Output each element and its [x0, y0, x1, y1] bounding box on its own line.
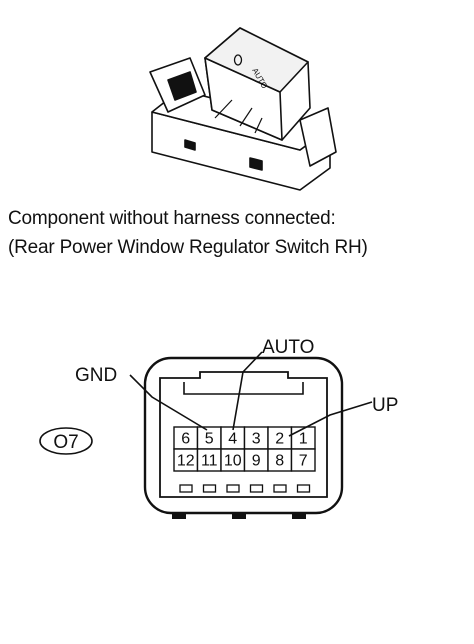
- pin-number: 1: [299, 431, 308, 448]
- pin: [249, 157, 263, 171]
- pin-number: 7: [299, 453, 308, 470]
- pin: [184, 139, 196, 151]
- switch-illustration: AUTO: [149, 27, 337, 191]
- up-leader: [288, 401, 373, 437]
- gnd-leader: [129, 374, 208, 431]
- auto-label: AUTO: [262, 337, 314, 358]
- pin-number: 9: [252, 453, 261, 470]
- up-label: UP: [372, 395, 398, 416]
- terminal-slot: [226, 484, 240, 493]
- pin-cell: [290, 448, 316, 472]
- pin-number: 3: [252, 431, 261, 448]
- connector-inner-outline: [159, 371, 328, 498]
- pin-number: 2: [275, 431, 284, 448]
- terminal-slots: [179, 484, 311, 493]
- connector-code-badge: [39, 427, 93, 455]
- terminal-slot: [296, 484, 311, 493]
- caption-line-2: (Rear Power Window Regulator Switch RH): [8, 237, 368, 258]
- connector-lock-tab: [183, 382, 304, 395]
- connector-code: O7: [53, 432, 78, 453]
- terminal-slot: [273, 484, 287, 493]
- caption-line-1: Component without harness connected:: [8, 208, 336, 229]
- pin-number: 5: [205, 431, 214, 448]
- pin-number: 4: [228, 431, 237, 448]
- pin-number: 8: [275, 453, 284, 470]
- gnd-label: GND: [75, 365, 117, 386]
- terminal-slot: [202, 484, 217, 493]
- terminal-slot: [179, 484, 193, 493]
- left-clip-slot: [167, 71, 197, 101]
- pin-number: 12: [177, 453, 195, 470]
- terminal-slot: [249, 484, 264, 493]
- rocker-top-face: [204, 27, 309, 93]
- right-clip: [299, 107, 337, 167]
- pin-number: 10: [224, 453, 242, 470]
- bottom-key: [172, 513, 186, 519]
- auto-leader: [232, 351, 263, 431]
- bottom-key: [232, 513, 246, 519]
- pin-number: 11: [201, 453, 218, 470]
- bottom-key: [292, 513, 306, 519]
- indicator-circle: [233, 54, 243, 66]
- pin-number: 6: [181, 431, 190, 448]
